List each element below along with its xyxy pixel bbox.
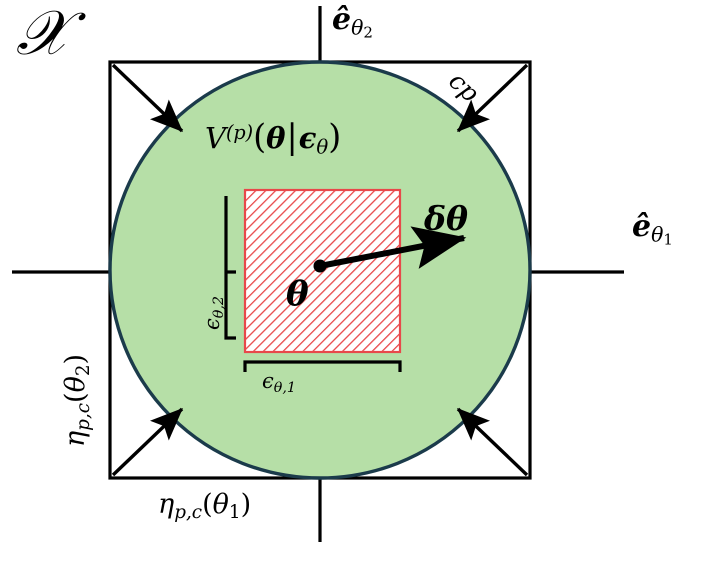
eps-vertical-sub: θ,2 (210, 296, 227, 319)
axis-vertical-base: ê (332, 2, 352, 37)
eta-left-sym: η (60, 430, 91, 447)
space-symbol-label: 𝒳 (16, 0, 69, 70)
delta-symbol: δ (424, 199, 447, 238)
corner-arrow-bottom-left (111, 407, 184, 477)
delta-theta-arrow (319, 226, 467, 269)
volume-tolerance: ϵ (298, 121, 317, 155)
corner-arrow-bottom-right (456, 407, 529, 477)
axis-vertical-subnum: 2 (363, 23, 373, 42)
bracket-eps-horizontal (243, 360, 402, 372)
volume-function-label: V(p)(θ|ϵθ) (205, 117, 341, 159)
theta-point-label: θ (286, 274, 309, 314)
volume-arg-theta: θ (266, 121, 286, 155)
eta-bottom-close: ) (240, 489, 252, 520)
eta-left-close: ) (60, 353, 91, 365)
eta-left-arg: θ (60, 376, 91, 393)
volume-tolerance-sub: θ (316, 135, 329, 159)
axis-label-horizontal: êθ1 (632, 209, 673, 248)
volume-conditional-bar: | (286, 117, 298, 156)
volume-close-paren: ) (328, 117, 342, 156)
delta-theta-label: δθ (424, 199, 468, 238)
volume-fn: V (205, 121, 226, 155)
corner-arrows (111, 63, 529, 477)
eta-bottom-arg: θ (212, 489, 229, 520)
axis-label-vertical: êθ2 (332, 2, 373, 41)
bracket-eps-vertical (224, 196, 236, 340)
delta-theta-arrow-group (313, 226, 467, 273)
dimension-brackets (224, 196, 402, 372)
theta-point-dot (313, 259, 327, 273)
eta-bottom-label: ηp,c(θ1) (158, 489, 251, 523)
theta-point-text: θ (286, 274, 309, 314)
eta-left-argnum: 2 (73, 364, 95, 377)
delta-theta-symbol: θ (446, 199, 469, 238)
axis-horizontal-sub: θ (651, 222, 664, 247)
eps-horizontal-label: ϵθ,1 (262, 369, 296, 396)
eta-bottom-open: ( (202, 489, 213, 520)
axis-lines (12, 6, 624, 542)
corner-arrow-top-left (111, 63, 184, 133)
eps-horizontal-sub: θ,1 (273, 379, 296, 396)
eta-left-sub: p,c (73, 402, 95, 431)
volume-open-paren: ( (253, 117, 267, 156)
axis-vertical-sub: θ (351, 15, 364, 40)
eta-bottom-argnum: 1 (228, 502, 241, 524)
eta-bottom-sub: p,c (174, 502, 203, 524)
eps-vertical-label: ϵθ,2 (200, 296, 227, 330)
eps-vertical-sym: ϵ (200, 318, 224, 330)
space-symbol-text: 𝒳 (16, 0, 70, 69)
axis-horizontal-subnum: 1 (663, 230, 673, 249)
corner-arrow-top-right (456, 63, 529, 133)
axis-horizontal-base: ê (632, 209, 652, 244)
eta-left-open: ( (60, 392, 91, 403)
volume-superscript: (p) (225, 120, 254, 144)
eta-bottom-sym: η (158, 489, 175, 520)
eps-horizontal-sym: ϵ (262, 369, 274, 393)
eta-left-label: ηp,c(θ2) (60, 354, 94, 447)
